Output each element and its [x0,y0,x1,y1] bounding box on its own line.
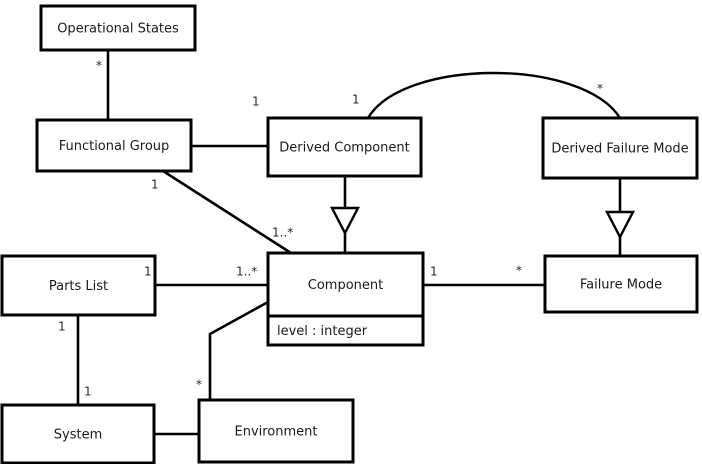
class-box-outline [543,254,699,314]
multiplicity-label: * [96,59,102,73]
multiplicity-label: 1 [144,265,152,279]
multiplicity-label: 1 [252,95,260,109]
multiplicity-label: 1..* [272,226,293,240]
class-box-outline [35,118,193,173]
multiplicity-label: 1 [352,93,360,107]
class-box-parts-list[interactable]: Parts List [0,254,157,317]
class-name-label: System [54,428,102,443]
multiplicity-label: 1 [84,385,92,399]
class-box-system[interactable]: System [0,403,156,464]
class-name-label: Derived Component [279,141,410,156]
class-name-label: Parts List [49,279,108,294]
multiplicity-label: * [516,264,522,278]
class-box-derived-component[interactable]: Derived Component [266,116,423,178]
class-box-component[interactable]: Component level : integer [266,251,425,347]
class-box-outline [541,116,699,180]
class-box-outline [266,116,423,178]
association-environment-component [208,300,269,400]
labels-layer: * 1 1 1..* 1 1..* 1 1 * 1 * 1 * [58,59,603,399]
multiplicity-label: 1 [430,265,438,279]
generalization-derivedcomponent-generalizes-component [330,176,360,253]
multiplicity-label: * [196,378,202,392]
class-name-label: Failure Mode [580,278,662,293]
class-box-outline [197,398,355,464]
class-box-failure-mode[interactable]: Failure Mode [543,254,699,314]
association-line [208,300,269,400]
class-attribute-label: level : integer [277,324,368,339]
class-box-environment[interactable]: Environment [197,398,355,464]
class-box-operational-states[interactable]: Operational States [39,4,197,52]
multiplicity-label: 1 [58,320,66,334]
class-name-label: Component [308,278,383,293]
class-name-label: Environment [234,425,317,440]
multiplicity-label: 1..* [236,265,257,279]
association-funcgroup-component [162,169,292,255]
generalization-arrowhead-icon [330,206,360,236]
class-box-outline [266,251,425,347]
class-name-label: Functional Group [59,139,170,154]
association-derivedcomponent-derivedfailuremode [366,71,622,119]
association-arc-line [366,71,622,119]
multiplicity-label: * [597,82,603,96]
generalization-arrowhead-icon [605,210,635,240]
class-name-label: Operational States [57,22,179,37]
generalization-derivedfailuremode-generalizes-failuremode [605,178,635,256]
class-box-outline [0,403,156,464]
edges-layer [76,50,635,436]
association-line [162,169,292,255]
class-box-outline [39,4,197,52]
class-name-label: Derived Failure Mode [551,142,688,157]
class-box-outline [0,254,157,317]
class-box-derived-failure-mode[interactable]: Derived Failure Mode [541,116,699,180]
multiplicity-label: 1 [151,178,159,192]
class-box-functional-group[interactable]: Functional Group [35,118,193,173]
